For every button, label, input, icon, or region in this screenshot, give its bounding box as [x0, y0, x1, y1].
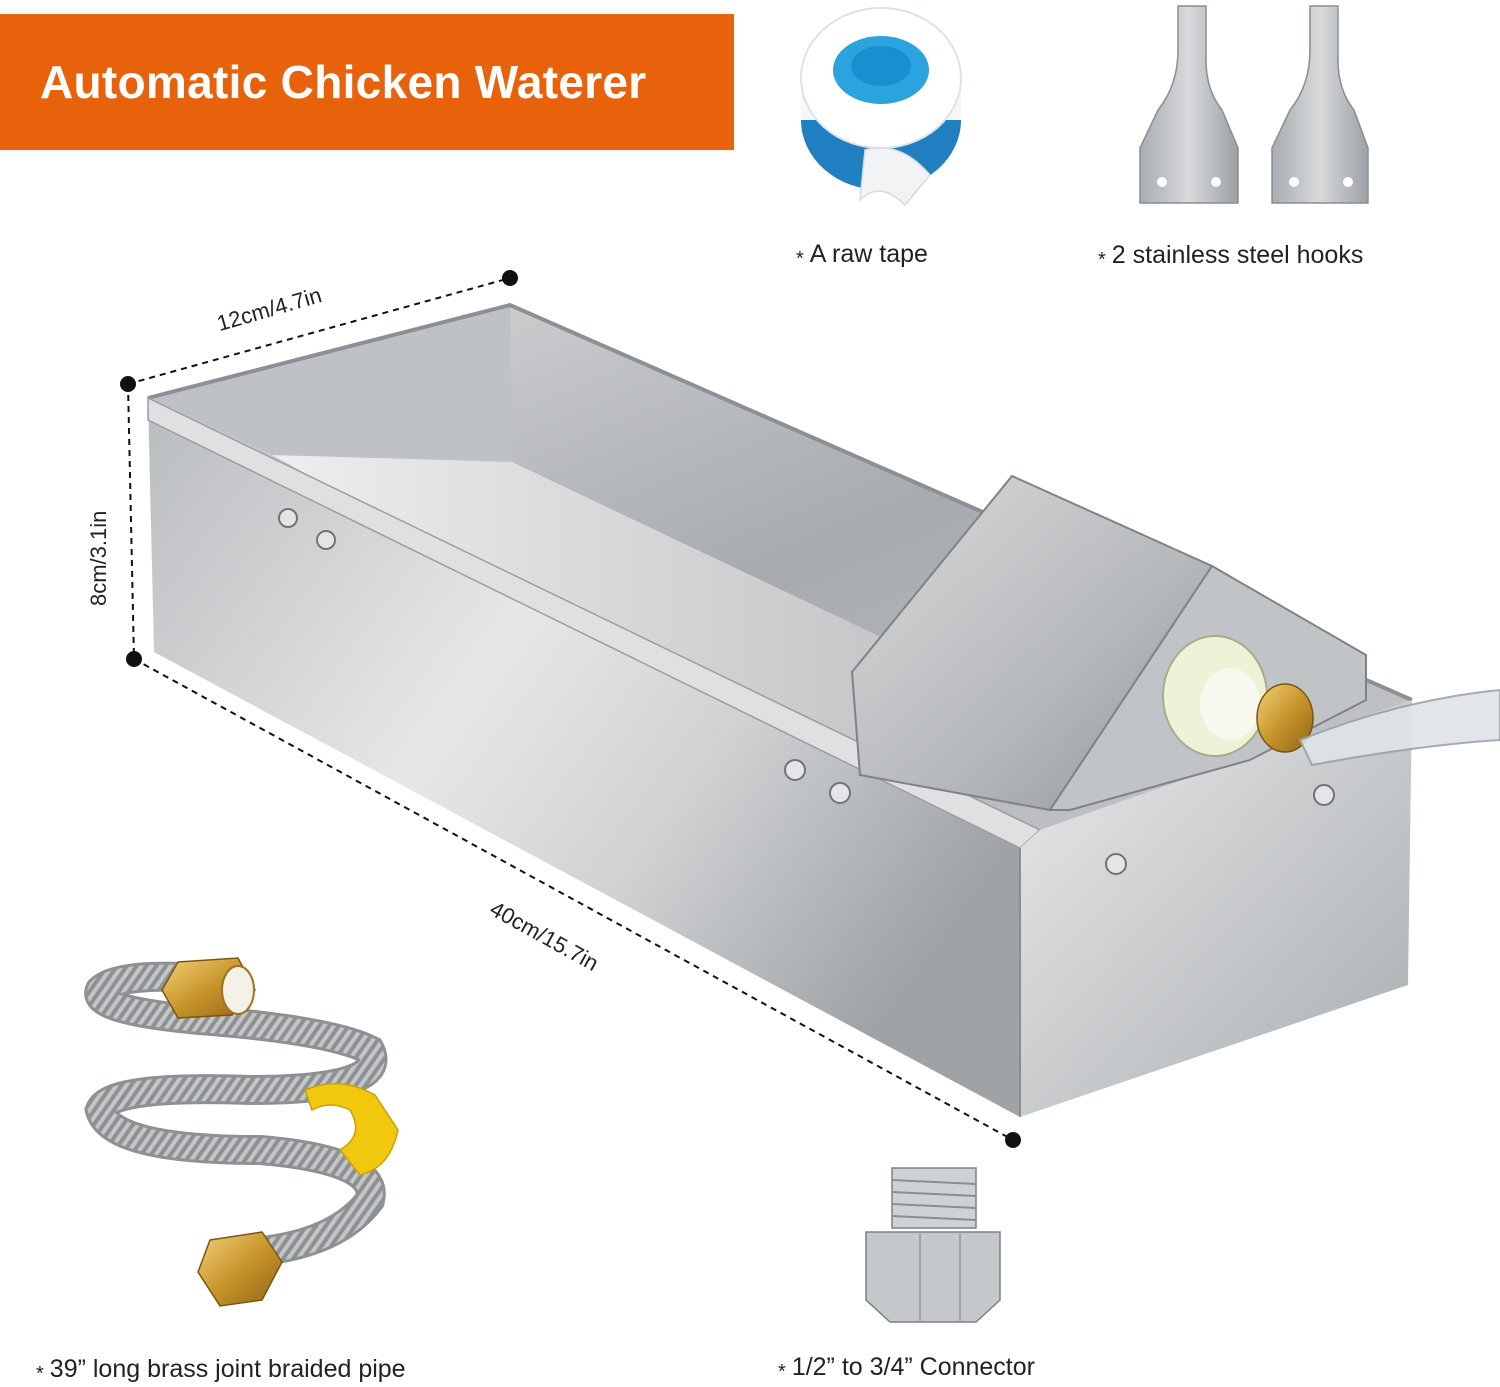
bullet-star: * — [796, 248, 804, 270]
trough — [147, 302, 1500, 1117]
title-banner — [0, 14, 734, 150]
pipe-caption: *39” long brass joint braided pipe — [36, 1355, 406, 1385]
braided-pipe-icon — [84, 957, 399, 1307]
connector-caption: *1/2” to 3/4” Connector — [778, 1353, 1035, 1383]
connector-icon — [865, 1167, 1001, 1323]
trough-right-end — [1020, 700, 1412, 1117]
bullet-star: * — [778, 1361, 786, 1383]
trough-front-wall — [148, 398, 1020, 1117]
ptfe-tape-icon — [800, 7, 962, 207]
bolt-heads — [278, 508, 1335, 875]
bullet-star: * — [36, 1363, 44, 1385]
hooks-label: 2 stainless steel hooks — [1111, 241, 1364, 269]
tape-label: A raw tape — [809, 240, 928, 268]
clear-hose — [1298, 688, 1500, 767]
height-dimension-label: 8cm/3.1in — [86, 510, 111, 606]
bullet-star: * — [1098, 249, 1106, 271]
tape-caption: *A raw tape — [796, 240, 928, 270]
steel-hook-icon — [1139, 5, 1369, 204]
trough-left-inner-wall — [148, 305, 512, 462]
float-valve-housing — [850, 474, 1500, 812]
pipe-label: 39” long brass joint braided pipe — [49, 1355, 406, 1383]
brass-fitting — [1256, 683, 1314, 753]
hooks-caption: *2 stainless steel hooks — [1098, 241, 1364, 271]
connector-label: 1/2” to 3/4” Connector — [791, 1353, 1035, 1381]
product-title: Automatic Chicken Waterer — [40, 56, 647, 108]
dimension-endpoints — [120, 270, 1021, 1148]
dimension-lines — [127, 277, 1014, 1141]
